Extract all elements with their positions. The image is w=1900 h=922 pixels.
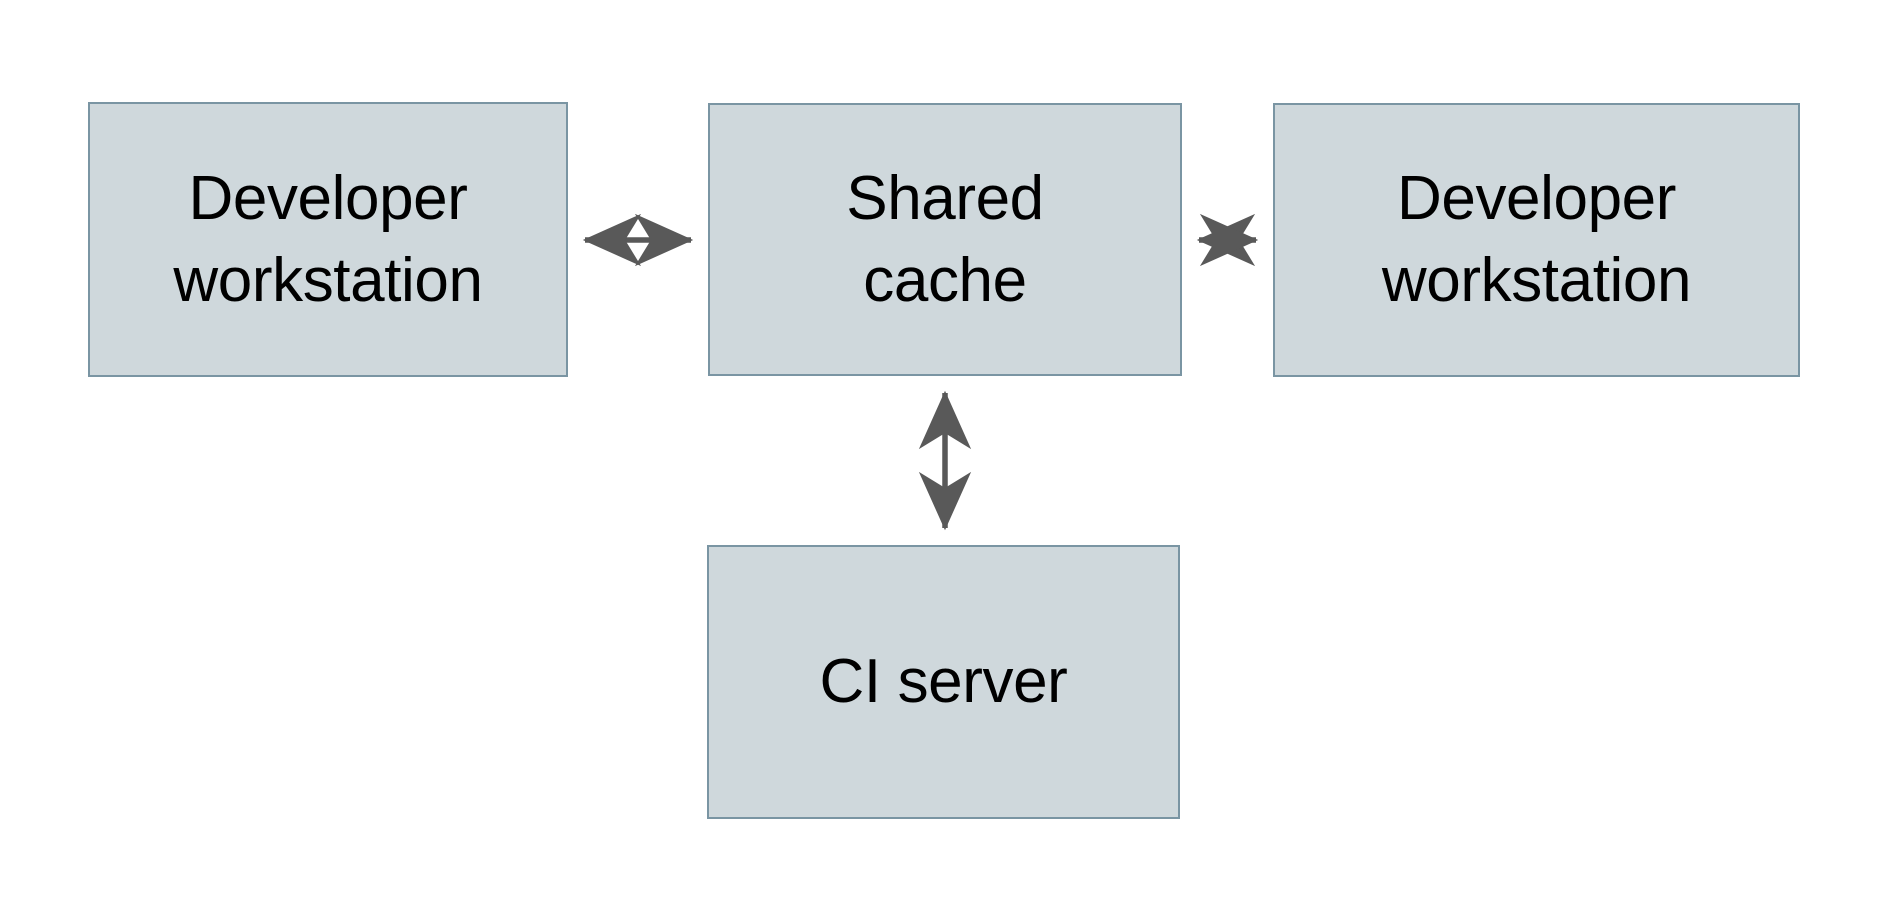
node-label: Shared cache bbox=[846, 163, 1044, 315]
node-label: Developer workstation bbox=[1381, 164, 1692, 315]
node-ci-server[interactable]: CI server bbox=[707, 545, 1180, 819]
node-developer-workstation-right[interactable]: Developer workstation bbox=[1273, 103, 1800, 377]
node-developer-workstation-left[interactable]: Developer workstation bbox=[88, 102, 568, 377]
node-shared-cache[interactable]: Shared cache bbox=[708, 103, 1182, 376]
node-label: CI server bbox=[819, 647, 1068, 717]
node-label: Developer workstation bbox=[173, 163, 483, 315]
